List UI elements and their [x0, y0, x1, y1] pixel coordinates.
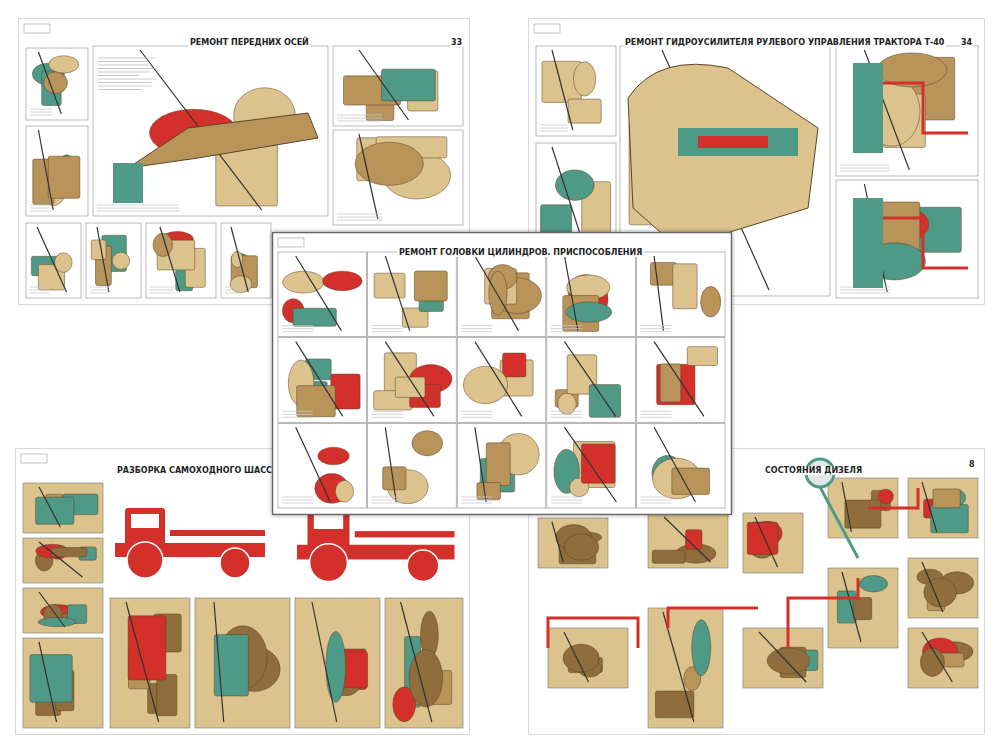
title-holder: РЕМОНТ ГОЛОВКИ ЦИЛИНДРОВ. ПРИСПОСОБЛЕНИЯ — [397, 240, 644, 259]
title-holder: РЕМОНТ ГИДРОУСИЛИТЕЛЯ РУЛЕВОГО УПРАВЛЕНИ… — [623, 30, 946, 49]
poster-title: РАЗБОРКА САМОХОДНОГО ШАССИ — [115, 466, 281, 475]
poster-title: СОСТОЯНИЯ ДИЗЕЛЯ — [763, 466, 864, 475]
poster-title: РЕМОНТ ПЕРЕДНИХ ОСЕЙ — [188, 38, 311, 47]
title-holder: РЕМОНТ ПЕРЕДНИХ ОСЕЙ — [188, 30, 311, 49]
poster-title: РЕМОНТ ГИДРОУСИЛИТЕЛЯ РУЛЕВОГО УПРАВЛЕНИ… — [623, 38, 946, 47]
title-holder: СОСТОЯНИЯ ДИЗЕЛЯ — [763, 458, 864, 477]
poster-illustration — [272, 232, 732, 515]
poster-sheet: РЕМОНТ ГОЛОВКИ ЦИЛИНДРОВ. ПРИСПОСОБЛЕНИЯ — [272, 232, 732, 515]
title-holder: РАЗБОРКА САМОХОДНОГО ШАССИ — [115, 458, 281, 477]
poster-title: РЕМОНТ ГОЛОВКИ ЦИЛИНДРОВ. ПРИСПОСОБЛЕНИЯ — [397, 248, 644, 257]
